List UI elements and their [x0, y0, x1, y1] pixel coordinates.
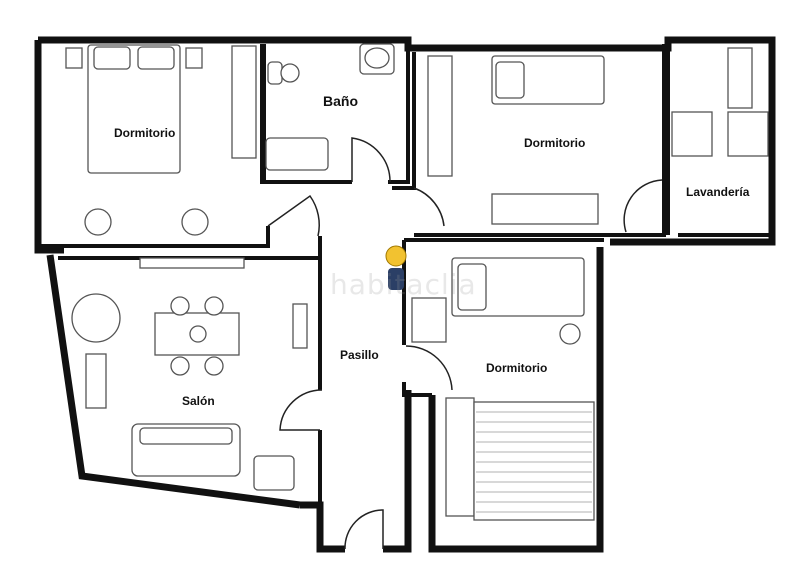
wall-dorm1-bottom [38, 226, 270, 248]
room-label-dormitorio-2: Dormitorio [524, 136, 586, 150]
bathtub [265, 137, 329, 171]
chair [170, 296, 190, 316]
door-swings [267, 137, 663, 550]
tv-cabinet [292, 303, 308, 349]
sofa-back [139, 427, 233, 445]
outer-wall-top [258, 36, 776, 246]
round-table [71, 293, 121, 343]
washer [671, 111, 713, 157]
rug-stripes [476, 411, 592, 513]
outer-wall-bottom-left [300, 501, 345, 553]
outer-wall-right [428, 247, 604, 553]
bookshelf [85, 353, 107, 409]
chair [170, 356, 190, 376]
mascot-icon [385, 245, 407, 290]
room-label-dormitorio-1: Dormitorio [114, 126, 176, 140]
armchair [253, 455, 295, 491]
chair [204, 296, 224, 316]
pillow [137, 46, 175, 70]
dorm3-furniture [411, 257, 595, 521]
window-sill [139, 257, 245, 269]
room-label-dormitorio-3: Dormitorio [486, 361, 548, 375]
desk [491, 193, 599, 225]
room-label-pasillo: Pasillo [340, 348, 379, 362]
pillow [457, 263, 487, 311]
wardrobe [231, 45, 257, 159]
door-salon [279, 389, 323, 431]
chair [84, 208, 112, 236]
wardrobe [427, 55, 453, 177]
door-dorm1 [267, 194, 320, 237]
sink-basin [364, 47, 390, 69]
desk-unit [411, 297, 447, 343]
chair [181, 208, 209, 236]
bano-fixtures [265, 43, 395, 171]
walls [34, 36, 776, 553]
dorm1-furniture [65, 44, 257, 236]
outer-wall-left [34, 36, 301, 509]
dorm2-furniture [427, 55, 605, 225]
chair [204, 356, 224, 376]
room-label-bano: Baño [323, 93, 358, 109]
salon-furniture [71, 257, 308, 491]
wardrobe [445, 397, 475, 517]
toilet [267, 61, 283, 85]
door-lav [623, 179, 663, 233]
watermark: habitaclia [330, 268, 477, 301]
double-bed [87, 44, 181, 174]
pillow [495, 61, 525, 99]
lavanderia-fixtures [671, 47, 769, 157]
wall-bottom-right [383, 390, 412, 553]
round-stool [559, 323, 581, 345]
pillow [93, 46, 131, 70]
door-dorm3 [405, 345, 453, 391]
shelf [727, 47, 753, 109]
nightstand [65, 47, 83, 69]
door-dorm2 [413, 187, 445, 227]
centerpiece [189, 325, 207, 343]
wall-lav [666, 48, 772, 237]
room-label-lavanderia: Lavandería [686, 185, 750, 199]
toilet-bowl [280, 63, 300, 83]
cabinet [727, 111, 769, 157]
room-label-salon: Salón [182, 394, 215, 408]
door-bano [351, 137, 391, 183]
nightstand [185, 47, 203, 69]
interior-walls [38, 44, 772, 505]
door-entrance [344, 509, 384, 550]
